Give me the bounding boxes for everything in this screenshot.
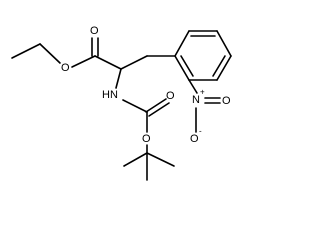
bond-alpha-beta [120,55,148,70]
nitro-double-oxygen-label: O [222,95,231,107]
chemical-structure-diagram: O O HN O O N + O - O [11,25,232,181]
bond-ethyl-ch3 [11,43,41,59]
nitro-group [188,79,221,133]
bond-carbamate-double-2 [148,102,170,117]
carbamate-carbonyl-oxygen-label: O [166,90,175,102]
nitro-oxygen-label: O [190,133,199,145]
ring-inner-bond-b [212,55,226,77]
bond-carbonyl-alpha [94,55,122,70]
alkyl-chain [115,55,176,89]
ring-bond-4 [216,55,232,81]
nitro-nitrogen-charge: + [200,88,205,97]
carbonyl-oxygen-label: O [90,25,99,37]
benzene-ring [174,30,232,81]
ring-inner-bond-c [180,55,194,77]
bond-ethyl-ch2-o [39,43,61,64]
bond-nh-carbamate-carbon [122,99,148,113]
bond-tbutyl-left [123,152,148,167]
bond-ring-nitro [188,79,198,94]
carbamate-ether-oxygen-label: O [142,133,151,145]
boc-group [122,98,175,181]
bond-alpha-nh [115,68,122,89]
ester-group [71,37,122,70]
ester-oxygen-label: O [61,62,70,74]
amine-label: HN [102,89,118,101]
nitro-oxygen-charge: - [199,127,202,136]
ring-bond-3 [216,30,232,57]
nitro-nitrogen-label: N [192,94,200,106]
ethyl-group [11,43,61,64]
ring-bond-1 [174,30,190,57]
ring-bond-6 [174,55,190,81]
bond-carbamate-double-1 [145,98,167,113]
bond-o-carbonyl-carbon [71,55,96,68]
bond-tbutyl-right [146,152,175,167]
